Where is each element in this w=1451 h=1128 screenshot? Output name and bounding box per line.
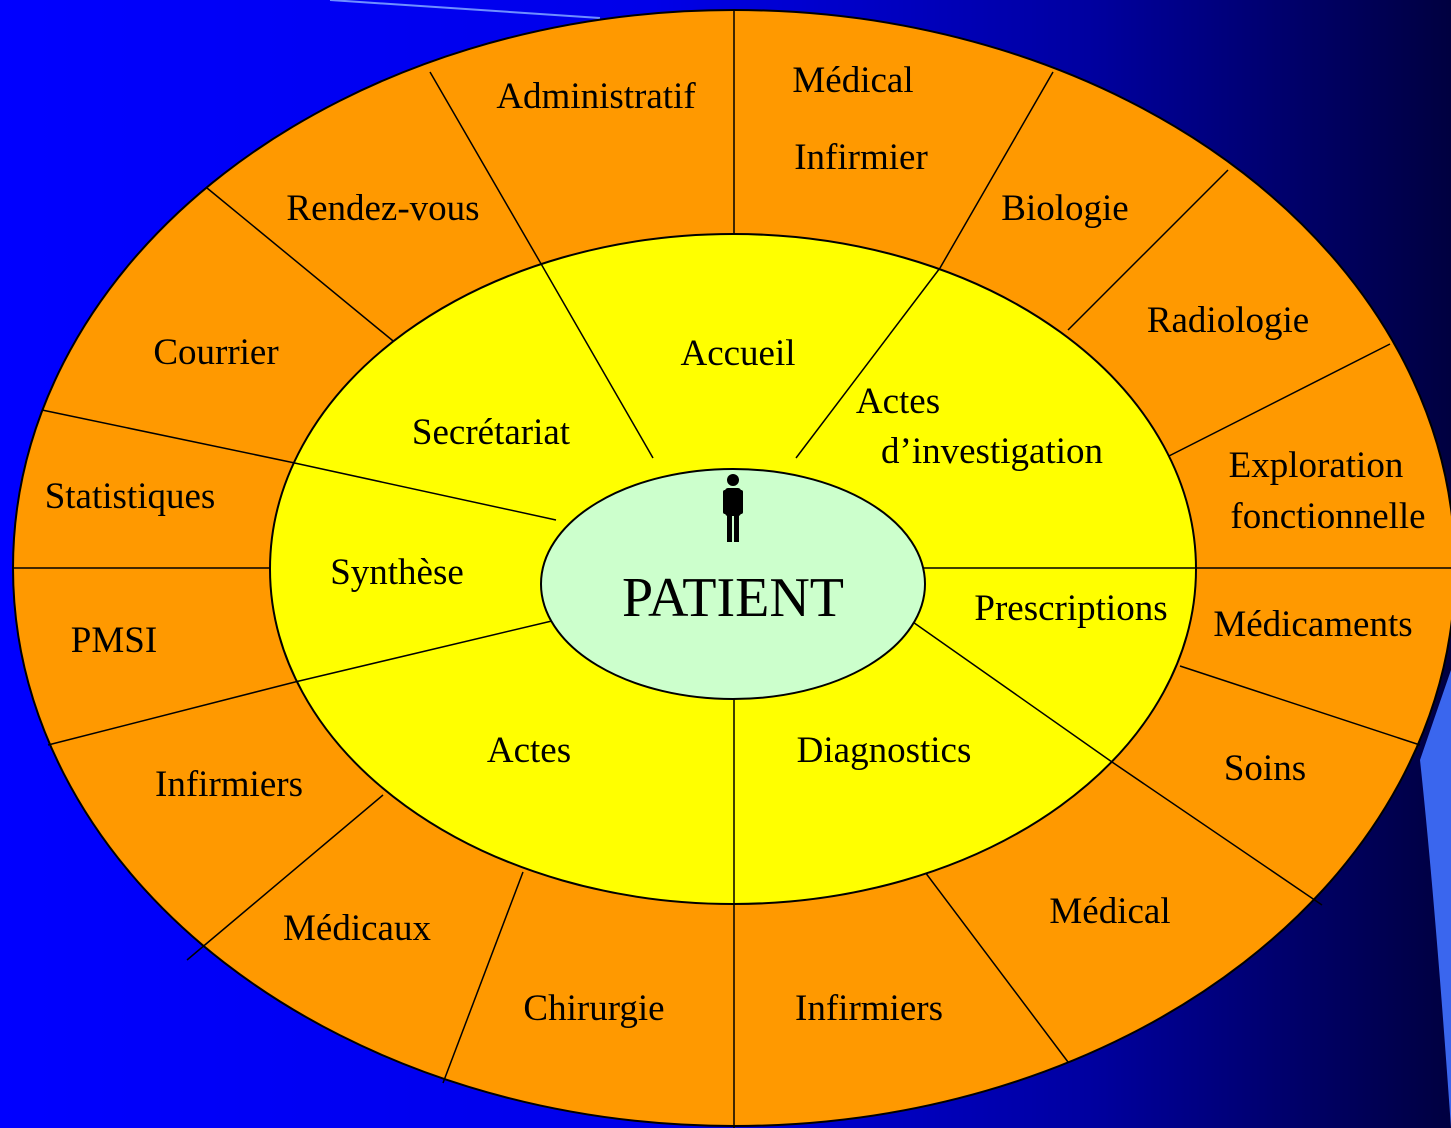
outer-label-administratif: Administratif: [496, 76, 696, 117]
outer-label-statistiques: Statistiques: [45, 476, 216, 517]
outer-label-soins: Soins: [1224, 748, 1306, 789]
inner-label-prescriptions: Prescriptions: [974, 588, 1167, 629]
outer-label-infirmiers-bottom: Infirmiers: [795, 988, 943, 1029]
outer-ring-dividers: [12, 10, 1451, 1128]
outer-divider: [1111, 761, 1323, 906]
inner-label-actes-investigation-line1: Actes: [856, 381, 940, 422]
outer-label-exploration-line1: Exploration: [1229, 445, 1404, 486]
outer-label-medicaux: Médicaux: [283, 908, 431, 949]
outer-label-medical: Médical: [1049, 891, 1170, 932]
outer-label-chirurgie: Chirurgie: [523, 988, 664, 1029]
background-accent-line: [329, 0, 601, 19]
inner-divider: [294, 619, 557, 683]
outer-divider: [1164, 343, 1391, 459]
inner-label-accueil: Accueil: [680, 333, 795, 374]
outer-label-pmsi: PMSI: [71, 620, 157, 661]
inner-divider: [909, 619, 1113, 763]
inner-ring-dividers: [289, 261, 1196, 904]
outer-label-infirmiers-left: Infirmiers: [155, 764, 303, 805]
outer-divider: [47, 681, 296, 746]
center-patient-node: [540, 468, 926, 700]
outer-label-medicaments: Médicaments: [1213, 604, 1412, 645]
outer-divider: [41, 409, 291, 463]
outer-divider: [186, 794, 384, 961]
inner-divider: [289, 461, 557, 521]
person-icon: [723, 474, 743, 542]
outer-label-courrier: Courrier: [153, 332, 278, 373]
background-accent-swoosh: [1420, 670, 1451, 1128]
outer-divider: [939, 71, 1054, 269]
inner-divider: [539, 261, 654, 459]
outer-divider: [924, 871, 1069, 1063]
outer-divider: [206, 187, 399, 346]
outer-label-medical-infirmier-line1: Médical: [792, 60, 913, 101]
outer-divider: [1179, 665, 1421, 746]
inner-divider: [795, 267, 941, 459]
center-label-patient: PATIENT: [622, 567, 844, 629]
outer-label-radiologie: Radiologie: [1147, 300, 1309, 341]
inner-label-diagnostics: Diagnostics: [797, 730, 972, 771]
outer-divider: [1067, 169, 1229, 331]
outer-label-exploration-line2: fonctionnelle: [1230, 496, 1425, 537]
outer-divider: [442, 871, 524, 1084]
outer-label-biologie: Biologie: [1001, 188, 1128, 229]
outer-divider: [429, 71, 541, 263]
outer-label-medical-infirmier-line2: Infirmier: [794, 137, 928, 178]
outer-label-rendez-vous: Rendez-vous: [286, 188, 479, 229]
inner-label-synthese: Synthèse: [330, 552, 464, 593]
inner-label-secretariat: Secrétariat: [412, 412, 571, 453]
inner-label-actes-investigation-line2: d’investigation: [881, 431, 1103, 472]
inner-label-actes: Actes: [487, 730, 571, 771]
